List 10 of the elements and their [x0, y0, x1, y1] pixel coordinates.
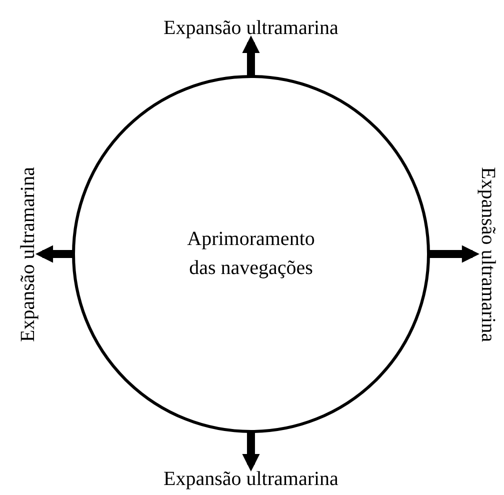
arrow — [429, 245, 480, 263]
center-text: Aprimoramento das navegações — [186, 227, 316, 281]
circle — [72, 75, 430, 433]
direction-label: Expansão ultramarina — [475, 166, 498, 342]
direction-label: Expansão ultramarina — [164, 468, 338, 490]
arrow — [242, 432, 260, 472]
arrow — [35, 245, 73, 263]
arrow — [242, 35, 260, 76]
direction-label: Expansão ultramarina — [164, 16, 338, 40]
direction-label: Expansão ultramarina — [16, 166, 40, 342]
